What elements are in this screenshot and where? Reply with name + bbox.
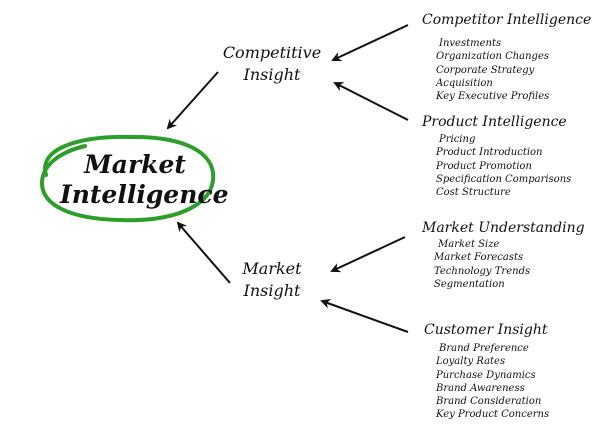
list-item: Technology Trends	[434, 265, 531, 277]
list-item: Key Executive Profiles	[436, 91, 550, 103]
arrow-market-to-center	[176, 221, 231, 284]
center-node: Market Intelligence	[60, 150, 229, 210]
list-item: Product Promotion	[436, 160, 532, 172]
group-list-product-intelligence: Pricing Product Introduction Product Pro…	[436, 133, 571, 199]
list-item: Acquisition	[436, 77, 493, 89]
list-item: Segmentation	[434, 278, 505, 290]
list-item: Corporate Strategy	[436, 64, 535, 76]
group-list-market-understanding: Market Size Market Forecasts Technology …	[434, 238, 530, 291]
arrow-product-to-competitive	[333, 82, 409, 121]
group-title-customer-insight: Customer Insight	[424, 322, 548, 338]
list-item: Product Introduction	[436, 147, 543, 159]
list-item: Purchase Dynamics	[436, 369, 536, 381]
list-item: Brand Awareness	[436, 382, 525, 394]
market-insight-line1: Market	[242, 259, 302, 278]
list-item: Investments	[439, 38, 502, 49]
arrow-competitive-to-center	[166, 71, 219, 130]
list-item: Market Size	[438, 239, 500, 250]
competitive-insight-line2: Insight	[243, 65, 301, 84]
market-insight-line2: Insight	[243, 281, 301, 300]
center-title-line2: Intelligence	[60, 180, 229, 209]
list-item: Organization Changes	[436, 51, 550, 63]
market-insight-node: Market Insight	[212, 258, 332, 302]
list-item: Key Product Concerns	[436, 409, 550, 421]
arrow-customer-to-market	[320, 299, 409, 333]
competitive-insight-line1: Competitive	[222, 43, 322, 62]
list-item: Market Forecasts	[434, 252, 524, 264]
competitive-insight-node: Competitive Insight	[212, 42, 332, 86]
center-title-line1: Market	[84, 150, 186, 179]
group-list-competitor-intelligence: Investments Organization Changes Corpora…	[436, 37, 549, 103]
group-list-customer-insight: Brand Preference Loyalty Rates Purchase …	[436, 342, 549, 422]
highlight-ring	[39, 134, 216, 223]
group-title-competitor-intelligence: Competitor Intelligence	[422, 12, 592, 28]
arrow-understanding-to-market	[330, 236, 406, 273]
list-item: Specification Comparisons	[436, 173, 572, 185]
list-item: Brand Preference	[439, 343, 529, 354]
group-title-market-understanding: Market Understanding	[422, 220, 585, 236]
list-item: Brand Consideration	[436, 396, 542, 408]
list-item: Loyalty Rates	[436, 356, 506, 368]
arrow-competitor-to-competitive	[331, 24, 409, 62]
list-item: Pricing	[439, 134, 476, 145]
list-item: Cost Structure	[436, 187, 511, 199]
group-title-product-intelligence: Product Intelligence	[422, 114, 567, 130]
